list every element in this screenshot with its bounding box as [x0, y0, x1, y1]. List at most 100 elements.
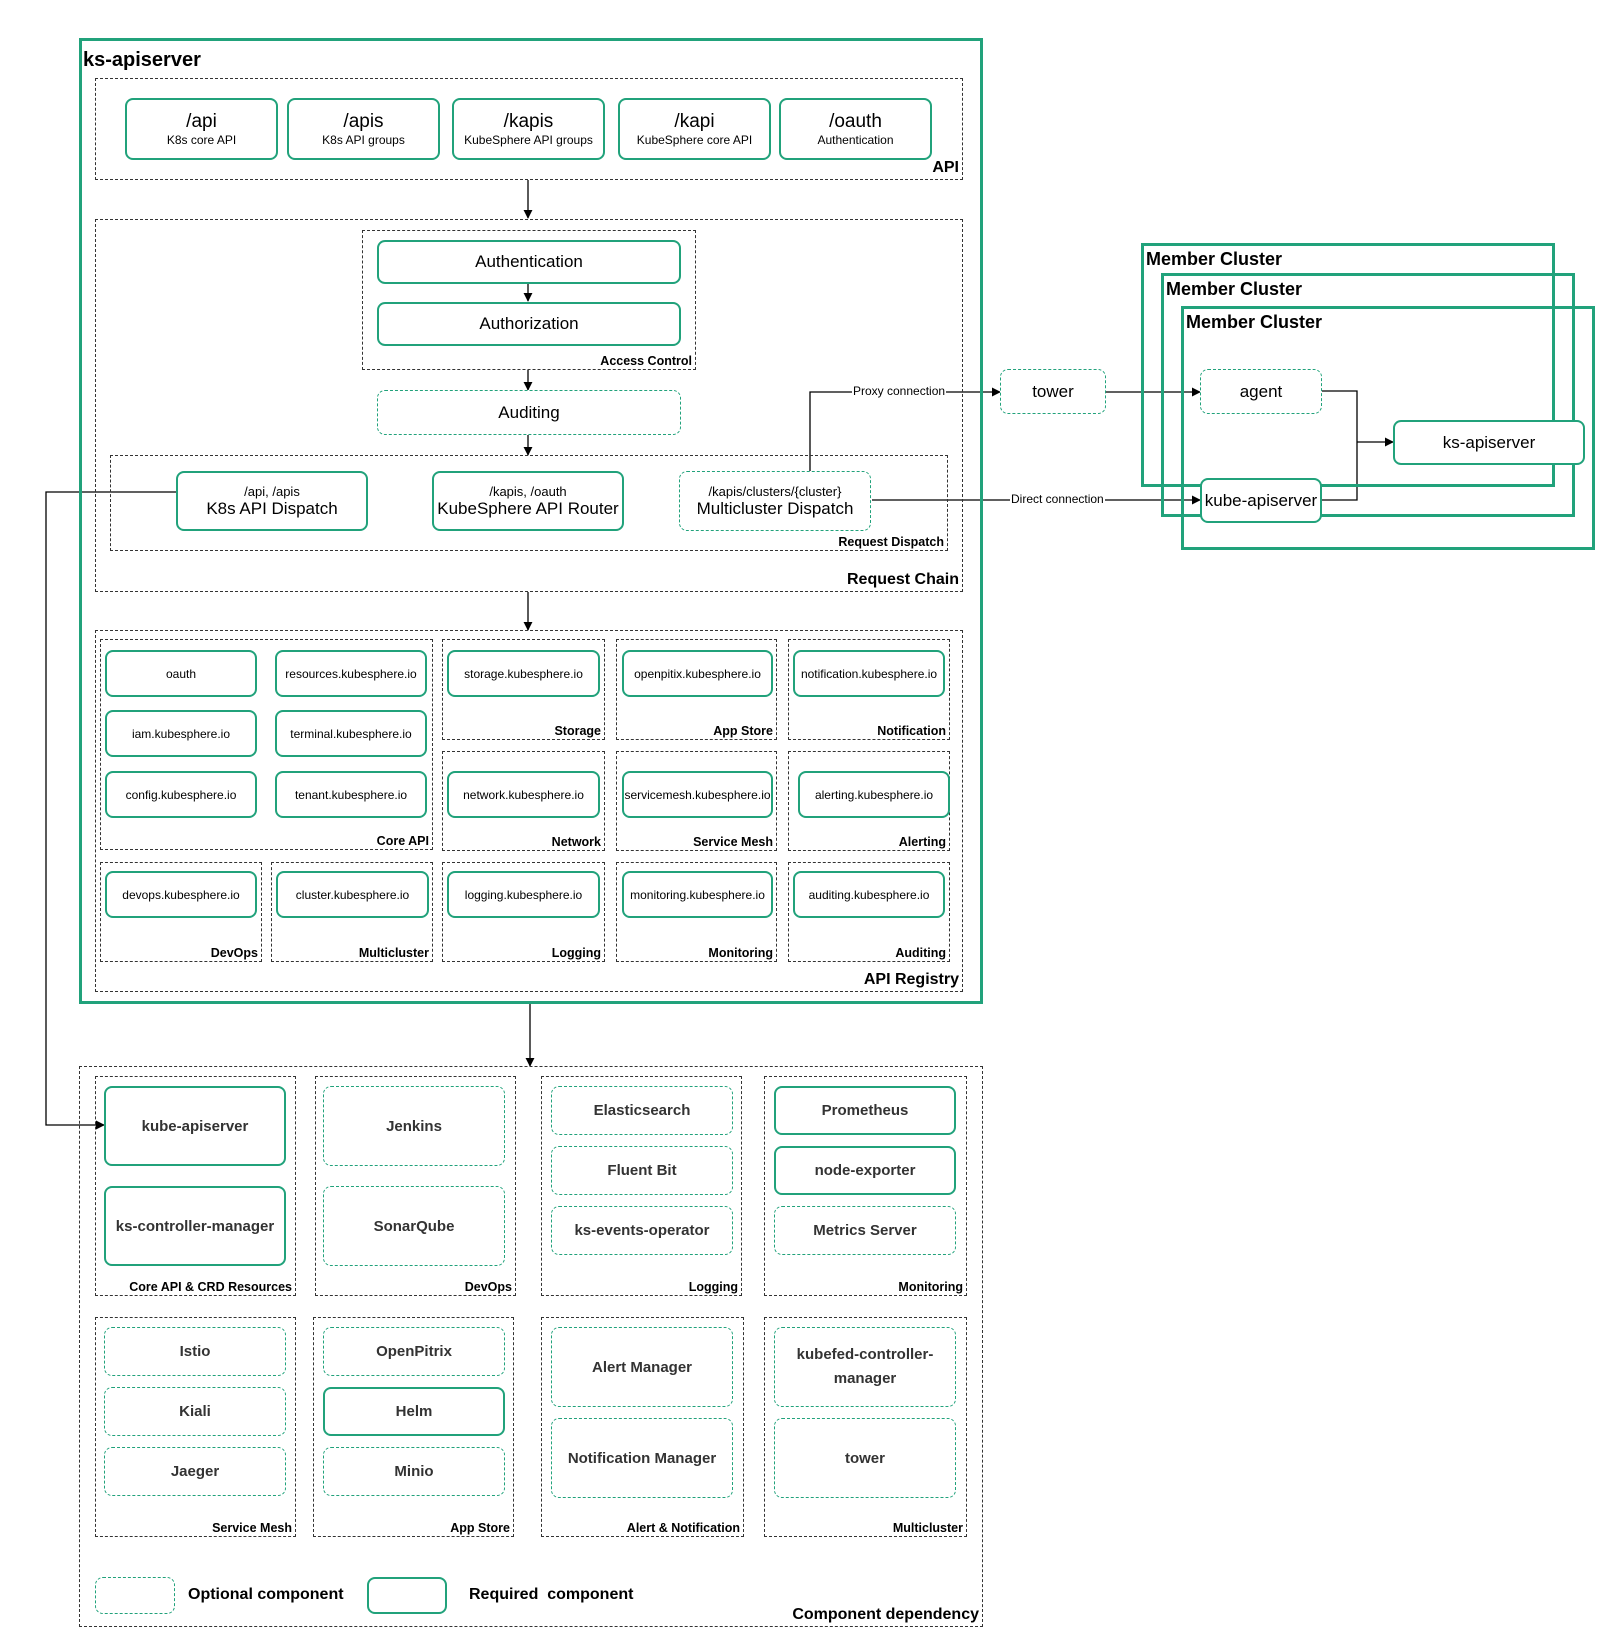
- notification-group: Notification: [788, 639, 950, 740]
- dep-service-mesh-group: Service Mesh: [95, 1317, 296, 1537]
- dep-ks-events-operator: ks-events-operator: [551, 1206, 733, 1255]
- service-mesh-group: Service Mesh: [616, 751, 777, 851]
- registry-monitoring: monitoring.kubesphere.io: [622, 871, 773, 918]
- network-group: Network: [442, 751, 605, 851]
- registry-item-label: oauth: [165, 666, 197, 681]
- dep-kubefed-controller-manager: kubefed-controller- manager: [774, 1327, 956, 1407]
- app-store-label: App Store: [713, 724, 773, 738]
- legend-optional-swatch: [95, 1577, 175, 1614]
- multicluster-label: Multicluster: [358, 946, 429, 960]
- registry-item-label: storage.kubesphere.io: [464, 666, 583, 681]
- dep-alert-group: Alert & Notification: [541, 1317, 744, 1537]
- authentication-box: Authentication: [377, 240, 681, 284]
- registry-network: network.kubesphere.io: [447, 771, 600, 818]
- api-endpoint-api: /api K8s core API: [125, 98, 278, 160]
- multicluster-group: Multicluster: [271, 862, 433, 962]
- dispatch-name: KubeSphere API Router: [437, 498, 619, 518]
- endpoint-path: /api: [186, 111, 217, 132]
- dep-item-label: ks-events-operator: [574, 1222, 710, 1239]
- logging-label: Logging: [551, 946, 601, 960]
- devops-label: DevOps: [210, 946, 258, 960]
- kubesphere-api-router-box: /kapis, /oauth KubeSphere API Router: [432, 471, 624, 531]
- dep-item-label-line1: kubefed-controller-: [796, 1346, 934, 1363]
- dep-item-label: Jenkins: [386, 1117, 442, 1135]
- dep-item-label: kube-apiserver: [141, 1117, 249, 1135]
- registry-oauth: oauth: [105, 650, 257, 697]
- dep-devops-label: DevOps: [464, 1280, 512, 1294]
- dep-ks-controller-manager: ks-controller-manager: [104, 1186, 286, 1266]
- devops-group: DevOps: [100, 862, 262, 962]
- registry-storage: storage.kubesphere.io: [447, 650, 600, 697]
- core-api-label: Core API: [376, 834, 429, 848]
- dep-app-store-label: App Store: [450, 1521, 510, 1535]
- dispatch-path: /kapis, /oauth: [489, 483, 567, 499]
- dep-item-label: OpenPitrix: [376, 1343, 452, 1360]
- auditing-group: Auditing: [788, 862, 950, 962]
- registry-item-label: devops.kubesphere.io: [122, 887, 240, 902]
- access-control-label: Access Control: [600, 354, 692, 368]
- endpoint-desc: K8s API groups: [322, 133, 405, 147]
- member-cluster-title: Member Cluster: [1166, 279, 1303, 299]
- dispatch-path: /kapis/clusters/{cluster}: [708, 483, 842, 499]
- logging-group: Logging: [442, 862, 605, 962]
- registry-item-label: alerting.kubesphere.io: [814, 787, 934, 802]
- dep-item-label: Jaeger: [170, 1463, 220, 1480]
- agent-label: agent: [1239, 381, 1283, 401]
- core-api-group: Core API: [100, 639, 433, 850]
- main-title: ks-apiserver: [83, 49, 201, 71]
- registry-item-label: config.kubesphere.io: [125, 787, 237, 802]
- dep-item-label: node-exporter: [814, 1162, 916, 1179]
- alerting-label: Alerting: [898, 835, 946, 849]
- member-cluster-middle: Member Cluster: [1161, 273, 1575, 517]
- dep-metrics-server: Metrics Server: [774, 1206, 956, 1255]
- dep-item-label: Istio: [179, 1343, 211, 1360]
- authorization-label: Authorization: [479, 314, 579, 333]
- request-dispatch-label: Request Dispatch: [838, 535, 944, 549]
- notification-label: Notification: [877, 724, 946, 738]
- registry-item-label: notification.kubesphere.io: [800, 666, 938, 681]
- endpoint-desc: KubeSphere API groups: [464, 133, 593, 147]
- service-mesh-label: Service Mesh: [693, 835, 773, 849]
- dep-item-label: Alert Manager: [591, 1358, 693, 1376]
- registry-openpitix: openpitix.kubesphere.io: [622, 650, 773, 697]
- endpoint-path: /oauth: [829, 111, 882, 132]
- dep-fluent-bit: Fluent Bit: [551, 1146, 733, 1195]
- registry-item-label: resources.kubesphere.io: [285, 666, 417, 681]
- member-cluster-title: Member Cluster: [1146, 249, 1283, 269]
- authentication-label: Authentication: [475, 252, 583, 271]
- api-endpoint-apis: /apis K8s API groups: [287, 98, 440, 160]
- dep-item-label: Elasticsearch: [593, 1102, 691, 1119]
- dispatch-path: /api, /apis: [244, 483, 300, 499]
- legend-optional-label: Optional component: [188, 1586, 344, 1603]
- registry-item-label: network.kubesphere.io: [463, 787, 584, 802]
- registry-cluster: cluster.kubesphere.io: [276, 871, 429, 918]
- monitoring-label: Monitoring: [708, 946, 773, 960]
- dep-item-label: ks-controller-manager: [115, 1217, 275, 1235]
- dep-helm: Helm: [323, 1387, 505, 1436]
- registry-item-label: auditing.kubesphere.io: [808, 887, 930, 902]
- dep-core-label: Core API & CRD Resources: [129, 1280, 292, 1294]
- dep-kube-apiserver: kube-apiserver: [104, 1086, 286, 1166]
- storage-group: Storage: [442, 639, 605, 740]
- registry-item-label: tenant.kubesphere.io: [294, 787, 408, 802]
- network-label: Network: [551, 835, 601, 849]
- registry-alerting: alerting.kubesphere.io: [798, 771, 950, 818]
- legend-required-label: Required component: [469, 1586, 634, 1603]
- storage-label: Storage: [554, 724, 601, 738]
- registry-terminal: terminal.kubesphere.io: [275, 710, 427, 757]
- dep-sonarqube: SonarQube: [323, 1186, 505, 1266]
- request-dispatch-group: Request Dispatch: [110, 455, 948, 551]
- dep-item-label: Helm: [395, 1403, 433, 1420]
- dep-item-label: Kiali: [179, 1403, 211, 1420]
- dep-item-label: Notification Manager: [567, 1449, 717, 1467]
- auditing-box: Auditing: [377, 390, 681, 435]
- dep-multicluster-group: Multicluster: [764, 1317, 967, 1537]
- auditing-group-label: Auditing: [895, 946, 946, 960]
- request-chain-label: Request Chain: [846, 571, 959, 588]
- registry-item-label: monitoring.kubesphere.io: [630, 887, 765, 902]
- member-cluster-front: Member Cluster: [1181, 306, 1595, 550]
- auditing-label: Auditing: [498, 402, 560, 422]
- registry-notification: notification.kubesphere.io: [793, 650, 945, 697]
- api-endpoint-kapi: /kapi KubeSphere core API: [618, 98, 771, 160]
- api-endpoint-kapis: /kapis KubeSphere API groups: [452, 98, 605, 160]
